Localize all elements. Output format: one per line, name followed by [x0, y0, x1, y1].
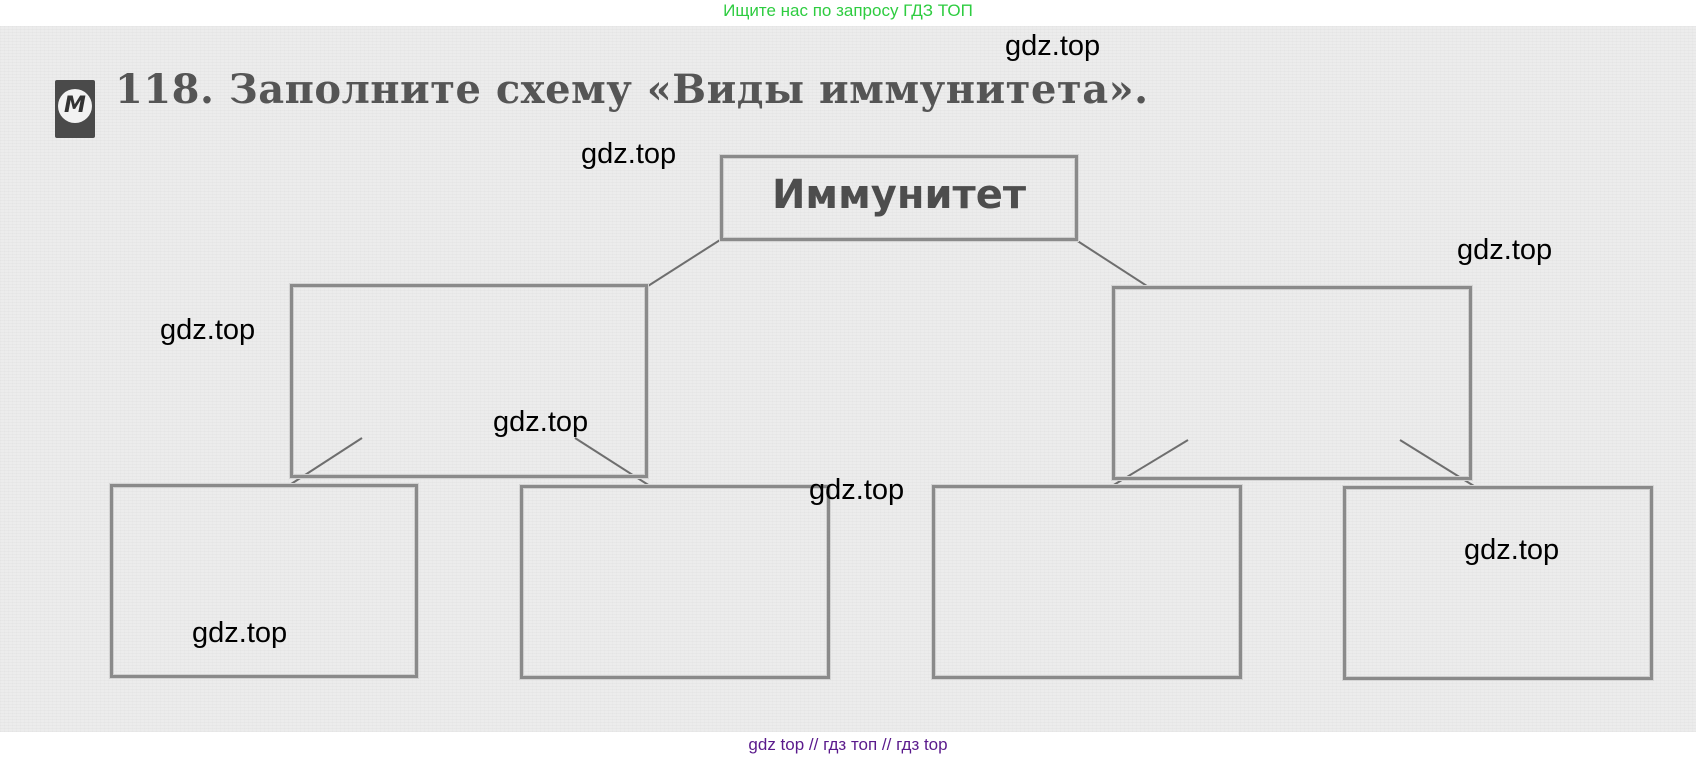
footer-links: gdz top // гдз топ // гдз top [748, 735, 948, 754]
watermark: gdz.top [192, 617, 288, 649]
task-title: 118. Заполните схему «Виды иммунитета». [115, 66, 1149, 113]
level1-box-left [290, 284, 648, 478]
root-box-immunity: Иммунитет [720, 155, 1078, 241]
watermark: gdz.top [1457, 234, 1553, 266]
connector-left-b [574, 437, 651, 487]
top-banner: Ищите нас по запросу ГДЗ ТОП [723, 1, 973, 20]
connector-left-a [287, 437, 363, 487]
level2-box-1 [110, 484, 418, 678]
watermark: gdz.top [493, 406, 589, 438]
watermark: gdz.top [581, 138, 677, 170]
textbook-scan: М 118. Заполните схему «Виды иммунитета»… [0, 26, 1696, 732]
watermark: gdz.top [809, 474, 905, 506]
root-label: Иммунитет [771, 172, 1027, 218]
level1-box-right [1112, 286, 1472, 480]
level2-box-2 [520, 485, 830, 679]
connector-root-left [647, 239, 721, 287]
badge-letter: М [58, 89, 92, 123]
watermark: gdz.top [1464, 534, 1560, 566]
connector-root-right [1075, 239, 1151, 289]
level2-box-4 [1343, 486, 1653, 680]
task-badge: М [55, 80, 95, 138]
watermark: gdz.top [1005, 30, 1101, 62]
level2-box-3 [932, 485, 1242, 679]
watermark: gdz.top [160, 314, 256, 346]
